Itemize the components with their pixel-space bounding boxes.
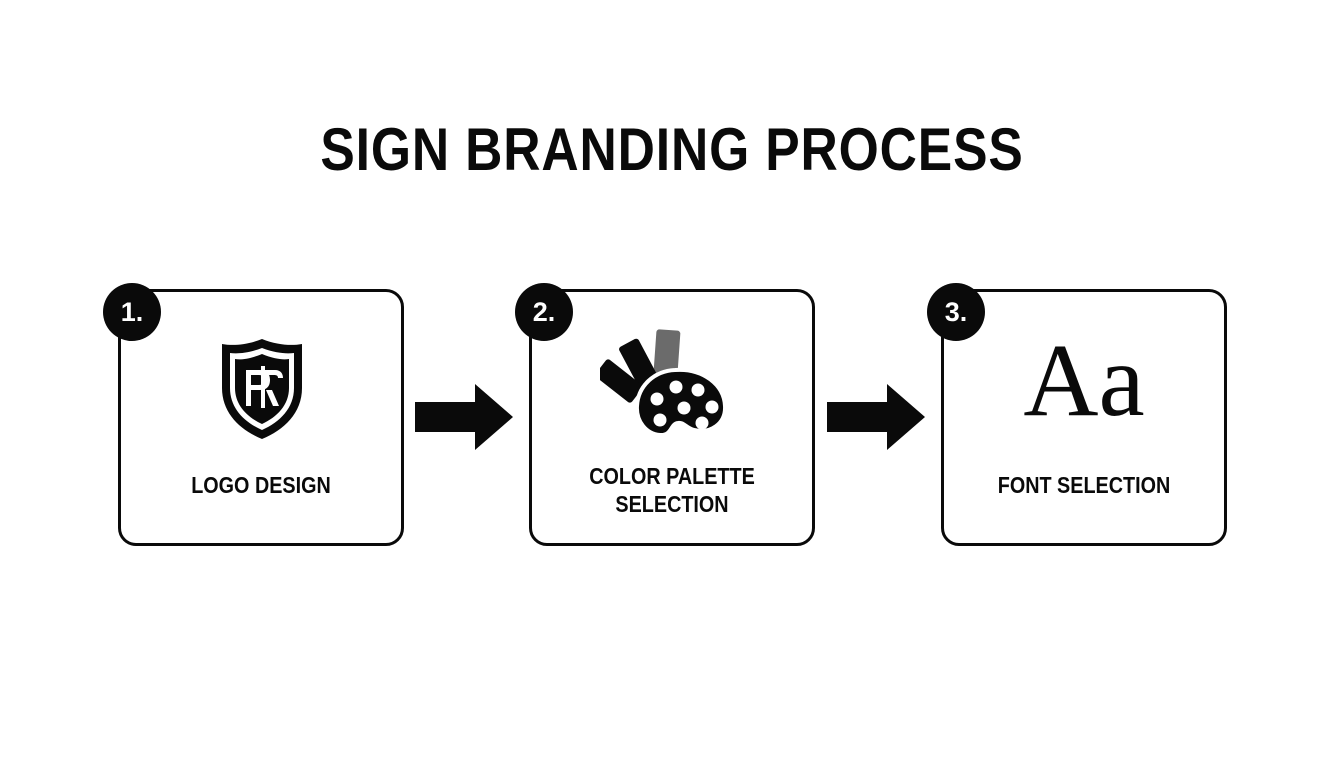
palette-icon: [600, 329, 727, 438]
step-label-color-palette: COLOR PALETTE SELECTION: [552, 462, 793, 518]
step-label-font-selection: FONT SELECTION: [997, 472, 1171, 498]
font-glyph-icon: Aa: [1023, 323, 1145, 438]
step-label-line-2: SELECTION: [615, 491, 729, 517]
step-label-logo-design: LOGO DESIGN: [191, 472, 331, 498]
step-card-font-selection: Aa FONT SELECTION: [941, 289, 1227, 546]
step-label-line-1: COLOR PALETTE: [589, 463, 755, 489]
arrow-right-icon: [827, 384, 925, 450]
diagram-title: SIGN BRANDING PROCESS: [320, 116, 1024, 183]
shield-monogram-icon: [222, 339, 302, 439]
step-card-logo-design: LOGO DESIGN: [118, 289, 404, 546]
step-number-badge-1: 1.: [103, 283, 161, 341]
step-number-badge-2: 2.: [515, 283, 573, 341]
arrow-right-icon: [415, 384, 513, 450]
step-number-badge-3: 3.: [927, 283, 985, 341]
step-card-color-palette: COLOR PALETTE SELECTION: [529, 289, 815, 546]
